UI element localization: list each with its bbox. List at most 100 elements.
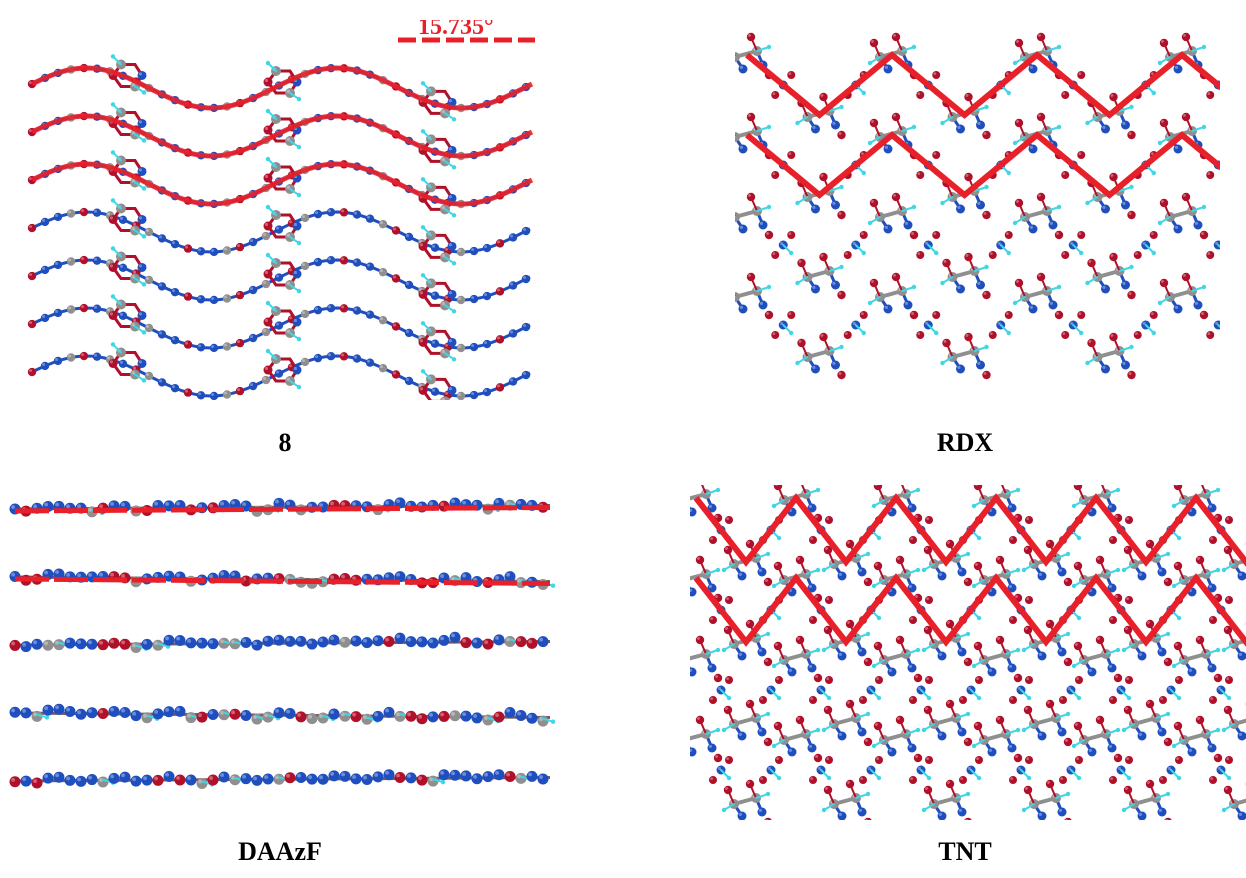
nitrogen-atom-highlight <box>1108 584 1112 588</box>
layer-atom <box>405 772 417 784</box>
chain-atom <box>495 287 505 296</box>
layer-atom-highlight <box>231 775 235 780</box>
molecule-bond <box>1101 485 1107 495</box>
oxygen-atom-highlight <box>965 659 968 662</box>
chain-atom <box>118 359 128 369</box>
layer-atom-highlight <box>66 504 70 509</box>
chain-atom-highlight <box>406 234 409 237</box>
nitrogen-atom <box>1048 220 1058 230</box>
oxygen-atom-highlight <box>1225 627 1228 630</box>
nitrogen-atom <box>987 667 997 677</box>
hydrogen-atom <box>766 284 772 290</box>
oxygen-atom <box>1009 696 1017 704</box>
ring-nitrogen <box>137 262 147 272</box>
nitrogen-atom <box>758 300 768 310</box>
layer-atom-highlight <box>473 714 478 718</box>
nitrogen-atom-highlight <box>1188 748 1192 752</box>
layer-atom <box>240 710 252 722</box>
oxygen-atom-highlight <box>1128 372 1132 375</box>
oxygen-atom-highlight <box>1210 777 1213 780</box>
oxygen-atom-highlight <box>865 659 868 662</box>
oxygen-atom <box>1125 516 1133 524</box>
layer-atom-highlight <box>77 640 81 644</box>
chain-atom <box>339 352 349 361</box>
molecule-bond <box>1027 629 1035 645</box>
chain-atom-highlight <box>133 366 136 370</box>
layer-atom-highlight <box>88 708 92 713</box>
molecule-bond <box>1185 276 1193 292</box>
nitrogen-atom-highlight <box>967 766 971 770</box>
layer-atom-highlight <box>242 774 246 779</box>
oxygen-atom <box>1225 676 1233 684</box>
layer-atom-highlight <box>363 575 368 580</box>
layer-atom-highlight <box>363 715 368 720</box>
layer-atom <box>251 713 263 725</box>
nitrogen-atom <box>1137 731 1147 741</box>
chain-atom <box>53 212 63 222</box>
oxygen-atom-highlight <box>989 252 993 256</box>
hydrogen-atom <box>815 647 821 653</box>
layer-atom-highlight <box>220 710 224 715</box>
nitrogen-atom <box>737 571 747 581</box>
nitrogen-atom-highlight <box>1158 568 1162 572</box>
hydrogen-atom <box>141 186 147 191</box>
layer-atom <box>86 774 98 786</box>
layer-atom-highlight <box>44 502 48 507</box>
oxygen-atom <box>859 696 867 704</box>
oxygen-atom-highlight <box>911 312 914 315</box>
ring-nitrogen <box>137 310 147 320</box>
nitrogen-atom <box>1173 304 1183 314</box>
layer-atom <box>493 711 505 723</box>
chain-atom <box>144 371 154 381</box>
nitrogen-atom <box>811 364 820 374</box>
layer-atom-highlight <box>352 775 357 779</box>
hydrogen-atom <box>876 695 882 701</box>
nitrogen-atom <box>738 224 748 234</box>
hydrogen-atom <box>1079 330 1084 336</box>
layer-atom-highlight <box>473 501 478 506</box>
oxygen-atom-highlight <box>926 517 929 520</box>
nitrogen-atom <box>811 124 820 134</box>
ring-nitrogen <box>292 317 302 327</box>
layer-atom-highlight <box>473 774 478 779</box>
chain-atom <box>482 387 492 397</box>
layer-atom-highlight <box>374 636 379 641</box>
oxygen-atom-highlight <box>697 717 700 720</box>
chain-atom-highlight <box>471 344 474 348</box>
layer-atom-highlight <box>33 640 37 645</box>
oxygen-atom-highlight <box>1128 292 1132 295</box>
oxygen-atom-highlight <box>1097 717 1100 720</box>
oxygen-atom-highlight <box>976 677 979 680</box>
oxygen-atom-highlight <box>1147 701 1150 704</box>
chain-atom <box>27 367 37 377</box>
layer-atom-highlight <box>484 716 489 720</box>
layer-atom-highlight <box>319 638 324 643</box>
chain-atom-highlight <box>185 245 188 249</box>
nitrogen-atom <box>956 364 965 374</box>
nitrogen-atom <box>1157 727 1167 737</box>
hydrogen-atom <box>1129 344 1134 350</box>
oxygen-atom <box>1175 676 1183 684</box>
oxygen-atom <box>1149 231 1158 239</box>
molecule-bond <box>1163 282 1171 298</box>
hydrogen-atom <box>839 104 844 110</box>
chain-atom-highlight <box>133 318 136 322</box>
hydrogen-atom <box>1006 170 1011 176</box>
ring-nitrogen <box>447 289 457 299</box>
oxygen-atom-highlight <box>1175 723 1178 726</box>
hydrogen-atom <box>141 90 147 95</box>
oxygen-atom-highlight <box>710 617 713 620</box>
oxygen-atom-highlight <box>815 675 818 678</box>
caption-tnt: TNT <box>938 837 992 866</box>
chain-atom <box>92 208 102 217</box>
nitrogen-atom <box>1037 731 1047 741</box>
layer-atom-highlight <box>110 774 114 779</box>
oxygen-atom-highlight <box>1197 637 1200 640</box>
nitrogen-atom <box>707 663 717 673</box>
molecule-bond <box>1077 645 1085 661</box>
wave-guide-line <box>30 65 534 111</box>
oxygen-atom <box>1199 310 1209 320</box>
oxygen-atom <box>1109 776 1117 784</box>
oxygen-atom-highlight <box>926 677 929 680</box>
chain-atom-highlight <box>471 392 474 396</box>
